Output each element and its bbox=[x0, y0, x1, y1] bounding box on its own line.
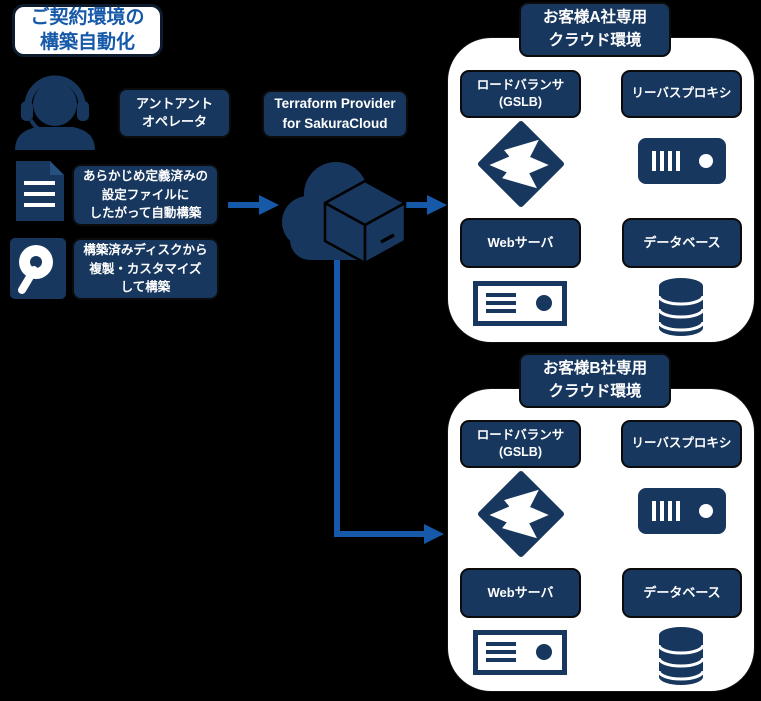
database-icon-a bbox=[657, 278, 705, 336]
web-server-icon-b bbox=[473, 630, 567, 675]
env-b-title: お客様B社専用 クラウド環境 bbox=[519, 353, 671, 408]
load-balancer-icon-b bbox=[478, 471, 564, 557]
terraform-provider-label: Terraform Provider for SakuraCloud bbox=[262, 90, 408, 138]
operator-label: アントアント オペレータ bbox=[118, 88, 231, 138]
server-icon-a bbox=[638, 138, 726, 184]
web-server-label-b: Webサーバ bbox=[460, 568, 581, 618]
clone-step-label: 構築済みディスクから 複製・カスタマイズ して構築 bbox=[72, 238, 219, 300]
env-a-title: お客様A社専用 クラウド環境 bbox=[519, 2, 671, 57]
web-server-label-a: Webサーバ bbox=[460, 218, 581, 268]
server-icon-b bbox=[638, 488, 726, 534]
load-balancer-label-a: ロードバランサ (GSLB) bbox=[460, 70, 581, 118]
database-icon-b bbox=[657, 627, 705, 685]
operator-headset-icon bbox=[15, 75, 95, 150]
config-step-label: あらかじめ定義済みの 設定ファイルに したがって自動構築 bbox=[72, 164, 219, 226]
database-label-b: データベース bbox=[622, 568, 742, 618]
reverse-proxy-label-a: リーバスプロキシ bbox=[621, 70, 742, 118]
disk-icon bbox=[10, 238, 66, 299]
arrow-provider-to-env-b bbox=[334, 260, 426, 537]
diagram-title: ご契約環境の 構築自動化 bbox=[12, 4, 163, 57]
web-server-icon-a bbox=[473, 281, 567, 326]
load-balancer-icon-a bbox=[478, 121, 564, 207]
database-label-a: データベース bbox=[622, 218, 742, 268]
load-balancer-label-b: ロードバランサ (GSLB) bbox=[460, 420, 581, 468]
document-icon bbox=[16, 161, 64, 221]
reverse-proxy-label-b: リーバスプロキシ bbox=[621, 420, 742, 468]
cloud-cube-icon bbox=[282, 162, 407, 265]
